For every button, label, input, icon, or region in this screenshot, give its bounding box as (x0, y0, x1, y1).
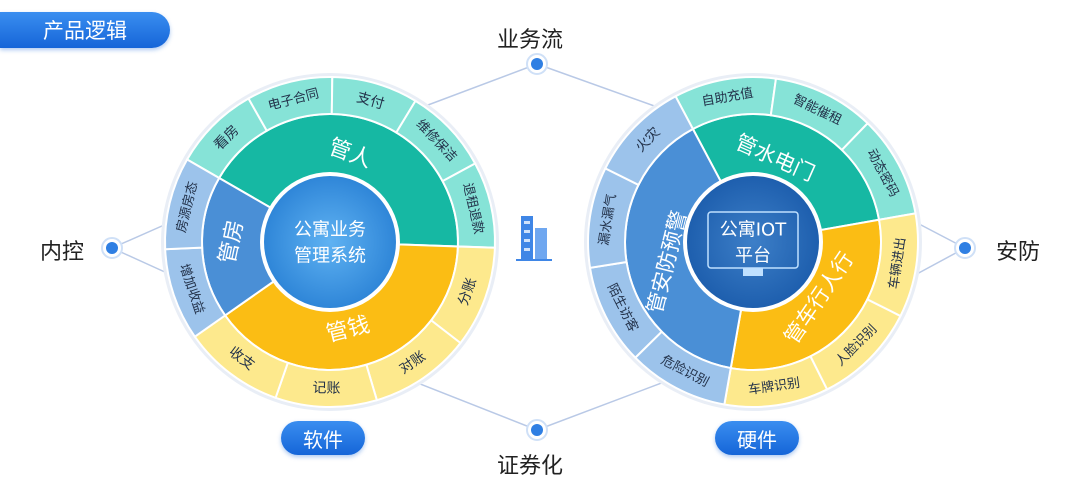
node-dot-top (531, 58, 543, 70)
software-badge: 软件 (281, 421, 365, 455)
building-window (524, 230, 530, 233)
building-icon (516, 216, 552, 261)
node-label-top: 业务流 (497, 28, 564, 53)
connector-line (536, 375, 681, 431)
node-dots (101, 53, 976, 441)
building-window (524, 248, 530, 251)
node-dot-right (959, 242, 971, 254)
software-center-circle (264, 176, 396, 308)
building-tower-right (535, 228, 547, 260)
software-center-text: 管理系统 (294, 246, 366, 267)
node-label-left: 内控 (40, 240, 85, 265)
hardware-outer-label: 漏水漏气 (596, 193, 620, 247)
hardware-outer-segment (603, 94, 695, 187)
hardware-badge: 硬件 (715, 421, 799, 455)
hardware-center-circle (687, 176, 819, 308)
hardware-center-text: 平台 (735, 246, 771, 267)
building-window (524, 221, 530, 224)
software-outer-label: 支付 (355, 90, 386, 113)
connector-line (536, 63, 661, 109)
hardware-outer-label: 车辆进出 (886, 236, 909, 290)
node-label-bottom: 证券化 (497, 454, 564, 479)
connector-line (404, 377, 538, 431)
page-title: 产品逻辑 (0, 12, 170, 48)
connector-lines (111, 63, 966, 431)
software-wheel: 看房电子合同支付维修保洁退租退款管人分账对账记账收支管钱增加收益房源房态管房公寓… (161, 73, 499, 411)
software-outer-label: 记账 (312, 380, 340, 397)
software-outer-segment (164, 158, 221, 251)
connector-line (419, 63, 538, 109)
building-ground (516, 259, 552, 261)
hardware-outer-label: 车牌识别 (747, 375, 801, 398)
node-label-right: 安防 (996, 240, 1041, 265)
hardware-wheel: 自助充值智能催租动态密码管水电门车辆进出人脸识别车牌识别管车行人行危险识别陌生访… (584, 73, 922, 411)
software-center-text: 公寓业务 (294, 220, 366, 241)
building-window (524, 239, 530, 242)
hardware-screen-stand (743, 268, 763, 276)
node-dot-bottom (531, 424, 543, 436)
node-dot-left (106, 242, 118, 254)
hardware-center-text: 公寓IOT (720, 220, 787, 241)
